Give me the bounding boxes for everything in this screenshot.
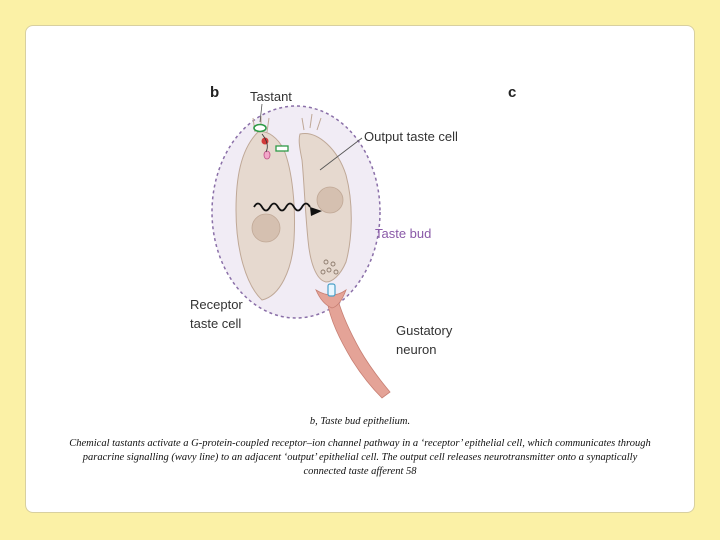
output-cell-nucleus [316, 186, 344, 214]
receptor-cell-nucleus [251, 213, 281, 243]
receptor-taste-cell-label-1: Receptor [190, 297, 243, 312]
gustatory-neuron-label-1: Gustatory [396, 323, 453, 338]
synapse-receptor [327, 283, 336, 297]
panel-b-label: b [210, 84, 219, 101]
taste-bud-diagram: b c Tastant Output taste cell Taste bud … [190, 84, 516, 399]
ion-channel [263, 150, 271, 160]
taste-bud-label: Taste bud [375, 226, 431, 241]
tastant-leader [259, 103, 263, 123]
signal-arrow [261, 133, 268, 153]
receptor-taste-cell-label-2: taste cell [190, 316, 241, 331]
caption-title: b, Taste bud epithelium. [309, 416, 411, 427]
membrane-channel [275, 145, 289, 152]
paracrine-arrowhead [310, 207, 322, 216]
output-cell-leader [319, 137, 363, 171]
tastant-molecule [253, 123, 267, 133]
caption-body: Chemical tastants activate a G-protein-c… [69, 438, 651, 477]
tastant-label: Tastant [250, 89, 292, 104]
panel-c-label: c [508, 84, 516, 101]
output-taste-cell-label: Output taste cell [364, 129, 458, 144]
neurotransmitter-vesicles [320, 259, 339, 275]
output-microvilli [301, 113, 322, 131]
gustatory-neuron [326, 299, 391, 399]
gustatory-neuron-label-2: neuron [396, 342, 436, 357]
paracrine-wavy-line [253, 202, 311, 212]
